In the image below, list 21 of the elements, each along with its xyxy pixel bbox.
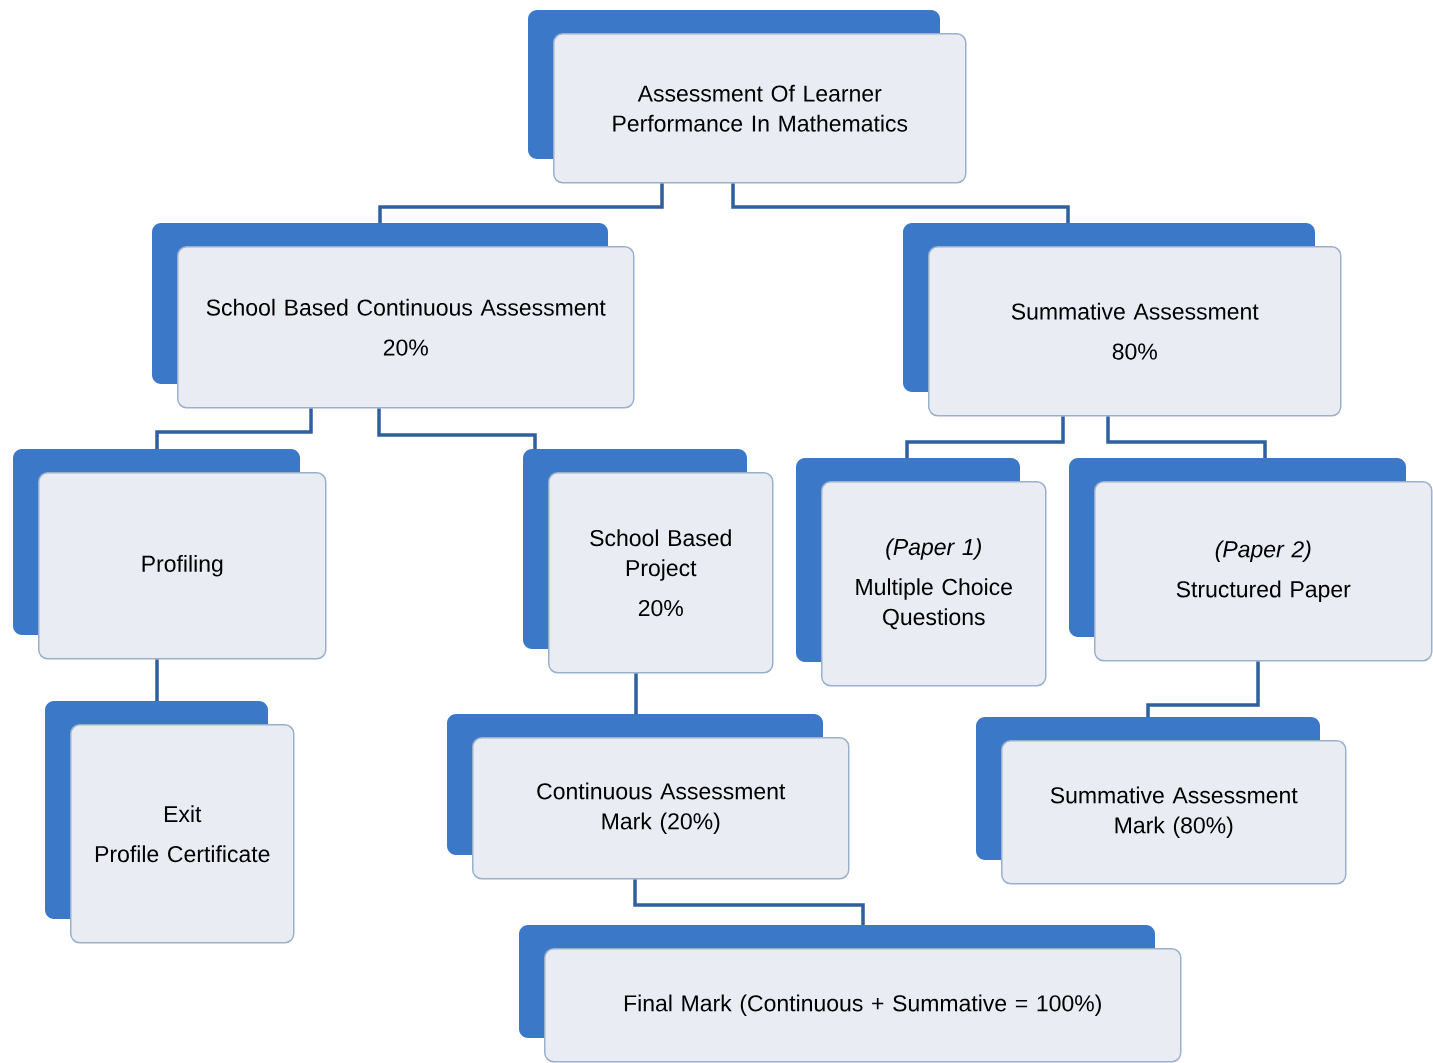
connector bbox=[905, 416, 1065, 458]
process-box: (Paper 2) Structured Paper bbox=[1069, 458, 1433, 662]
process-box: School Based Project 20% bbox=[523, 449, 774, 674]
process-box: Exit Profile Certificate bbox=[45, 701, 295, 944]
process-box: Summative Assessment Mark (80%) bbox=[976, 717, 1347, 885]
connector bbox=[155, 659, 159, 701]
connector bbox=[633, 879, 865, 925]
connector bbox=[634, 673, 638, 714]
connector bbox=[378, 183, 664, 223]
process-box: Profiling bbox=[13, 449, 327, 660]
process-box: Continuous Assessment Mark (20%) bbox=[447, 714, 850, 880]
process-box: (Paper 1) Multiple Choice Questions bbox=[796, 458, 1047, 687]
connector bbox=[731, 183, 1070, 223]
connector bbox=[377, 408, 537, 449]
process-box: Assessment Of Learner Performance In Mathematics bbox=[528, 10, 967, 184]
process-box: Summative Assessment 80% bbox=[903, 223, 1342, 417]
process-box: School Based Continuous Assessment 20% bbox=[152, 223, 635, 409]
connector bbox=[1146, 661, 1260, 717]
connector bbox=[155, 408, 313, 449]
connector bbox=[1106, 416, 1267, 458]
process-box: Final Mark (Continuous + Summative = 100%) bbox=[519, 925, 1182, 1063]
